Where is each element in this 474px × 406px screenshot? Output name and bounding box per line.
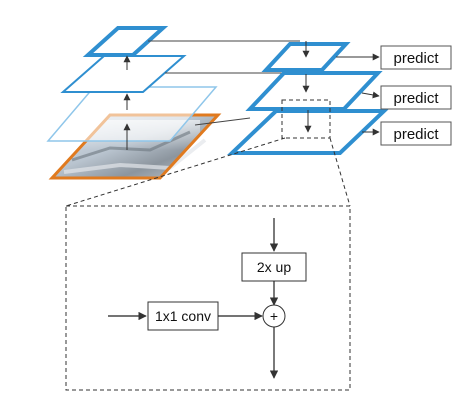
detail-panel (65, 205, 351, 391)
predict-box-2: predict (380, 85, 452, 110)
predict-box-3: predict (380, 121, 452, 146)
top-down-layer-middle (245, 71, 383, 111)
conv-label: 1x1 conv (155, 308, 211, 324)
upsample-label: 2x up (257, 259, 291, 275)
merge-add-node: + (262, 304, 286, 328)
lateral-connection-bottom (194, 117, 251, 126)
bottom-up-layer-2 (60, 55, 187, 93)
zoom-connector-right (329, 137, 351, 207)
conv-box: 1x1 conv (147, 301, 219, 331)
predict-label-3: predict (393, 126, 439, 143)
bottom-up-layer-1 (46, 86, 218, 142)
predict-label-2: predict (393, 90, 439, 107)
merge-symbol: + (270, 308, 278, 324)
predict-arrow-2 (361, 91, 380, 99)
zoom-highlight-box (281, 99, 331, 139)
zoom-connector-left (65, 137, 286, 207)
bottom-up-layer-3 (82, 26, 169, 57)
predict-box-1: predict (380, 45, 452, 70)
upsample-box: 2x up (241, 252, 307, 282)
predict-label-1: predict (393, 50, 439, 67)
